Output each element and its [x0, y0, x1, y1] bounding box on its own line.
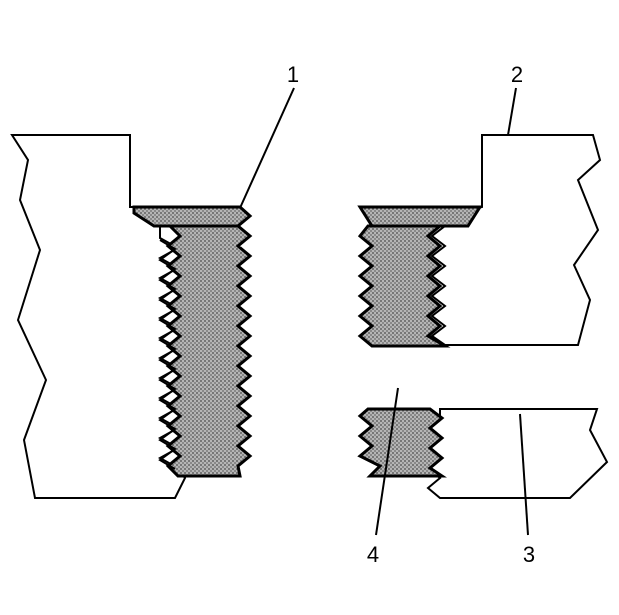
- right-lower-casting-outline: [426, 408, 609, 499]
- callout-3-label: 3: [523, 542, 535, 567]
- left-casting-block: [10, 134, 253, 499]
- left-thread-outer-profile: [158, 239, 177, 470]
- right-lower-casting-block: [357, 407, 609, 499]
- callout-1-label: 1: [287, 62, 299, 87]
- right-upper-casting-outline: [430, 134, 602, 346]
- right-upper-insert-flange: [357, 205, 483, 228]
- right-upper-thread-insert: [357, 224, 451, 348]
- right-lower-thread-insert: [357, 407, 447, 478]
- left-insert-flange: [132, 205, 253, 228]
- right-upper-casting-block: [357, 134, 602, 348]
- callout-2-leader: [507, 87, 517, 136]
- callout-4-label: 4: [367, 542, 379, 567]
- callout-1-leader: [239, 87, 295, 209]
- callout-3-leader: [519, 413, 529, 536]
- left-thread-insert: [165, 224, 253, 478]
- callout-2-label: 2: [511, 62, 523, 87]
- left-casting-outline: [10, 134, 187, 499]
- callout-4-leader: [375, 387, 399, 536]
